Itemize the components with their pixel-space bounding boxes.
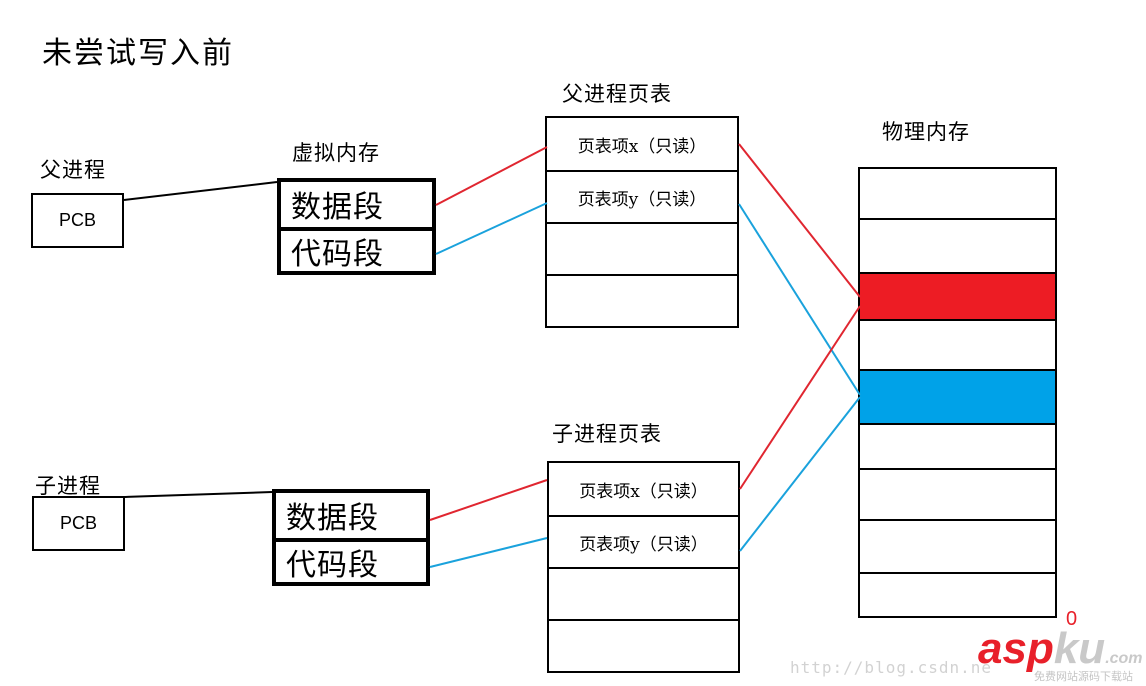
parent-data-to-pte-x-line	[435, 146, 548, 206]
child-code-segment: 代码段	[276, 537, 426, 583]
watermark-subtitle: 免费网站源码下载站	[1034, 670, 1133, 683]
virtual-memory-label: 虚拟内存	[292, 141, 380, 165]
watermark-logo: aspku.com	[978, 624, 1143, 674]
watermark-logo-suffix: .com	[1105, 650, 1143, 667]
parent-code-segment: 代码段	[281, 226, 432, 272]
watermark-logo-ku: ku	[1053, 624, 1106, 673]
parent-virtual-memory: 数据段 代码段	[277, 178, 436, 275]
child-data-segment: 数据段	[286, 501, 379, 537]
watermark-logo-asp: asp	[978, 624, 1054, 673]
physical-memory	[858, 167, 1057, 618]
parent-pte-empty-2	[547, 274, 737, 326]
parent-code-to-pte-y-line	[435, 202, 548, 255]
child-pte-empty-1	[549, 567, 738, 619]
child-pcb-box: PCB	[32, 496, 125, 551]
parent-pte-x-to-memory-line	[738, 143, 861, 298]
physical-memory-label: 物理内存	[882, 120, 970, 144]
diagram-title: 未尝试写入前	[42, 36, 234, 71]
memory-block	[860, 470, 1055, 521]
child-process-label: 子进程	[35, 474, 101, 498]
child-pte-empty-2	[549, 619, 738, 671]
memory-block	[860, 169, 1055, 220]
parent-process-label: 父进程	[40, 158, 106, 182]
child-page-table: 页表项x（只读） 页表项y（只读）	[547, 461, 740, 673]
child-data-to-pte-x-line	[429, 479, 548, 521]
parent-data-segment: 数据段	[291, 190, 384, 226]
parent-page-table: 页表项x（只读） 页表项y（只读）	[545, 116, 739, 328]
watermark-zero: 0	[1066, 608, 1078, 630]
child-pte-y: 页表项y（只读）	[549, 515, 738, 567]
watermark-url: http://blog.csdn.ne	[790, 658, 993, 677]
memory-block	[860, 220, 1055, 274]
parent-pcb-to-vm-line	[123, 181, 278, 201]
child-pte-x-to-memory-line	[739, 305, 861, 490]
child-page-table-label: 子进程页表	[552, 422, 662, 446]
memory-block-shared-y	[860, 371, 1055, 425]
memory-block	[860, 521, 1055, 574]
child-virtual-memory: 数据段 代码段	[272, 489, 430, 586]
memory-block	[860, 425, 1055, 470]
child-pte-y-to-memory-line	[739, 396, 861, 552]
child-pcb-to-vm-line	[124, 491, 273, 498]
parent-pte-y: 页表项y（只读）	[547, 170, 737, 222]
parent-pcb-box: PCB	[31, 193, 124, 248]
parent-page-table-label: 父进程页表	[562, 82, 672, 106]
child-code-to-pte-y-line	[429, 537, 548, 568]
parent-pte-y-to-memory-line	[738, 203, 861, 396]
parent-pte-x: 页表项x（只读）	[577, 136, 707, 157]
memory-block	[860, 321, 1055, 371]
memory-block-shared-x	[860, 274, 1055, 321]
parent-pte-empty-1	[547, 222, 737, 274]
child-pte-x: 页表项x（只读）	[579, 481, 708, 502]
